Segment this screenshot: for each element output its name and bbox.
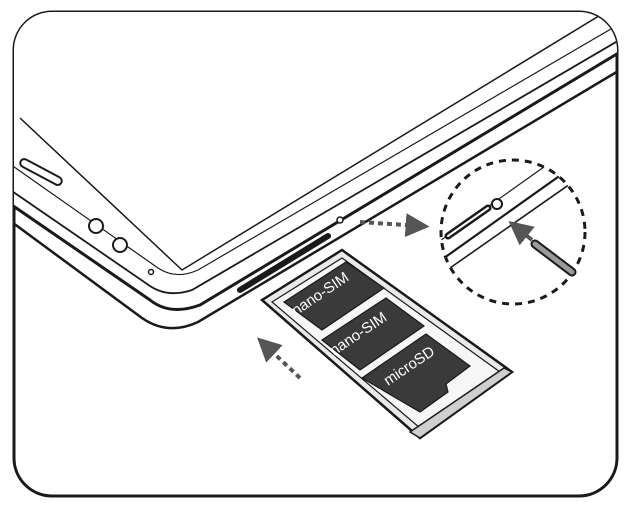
nano-sim-card-2: [320, 297, 426, 371]
speaker-slot: [19, 158, 63, 186]
indicator-dot: [147, 268, 155, 276]
eject-pin-icon: [530, 239, 577, 277]
sim-tray-icon: nano-SIM nano-SIM microSD: [259, 248, 515, 440]
nano-sim-card-1: [282, 261, 386, 331]
sensor: [112, 237, 128, 253]
zoom-pointer-arrow: [359, 213, 430, 238]
front-camera: [88, 218, 104, 234]
tray-slot: [237, 233, 331, 293]
zoom-detail: [439, 158, 587, 306]
pin-insert-arrow: [508, 220, 535, 246]
phone-body: [14, 12, 617, 330]
eject-hole: [336, 216, 344, 224]
microsd-card: [360, 333, 472, 413]
